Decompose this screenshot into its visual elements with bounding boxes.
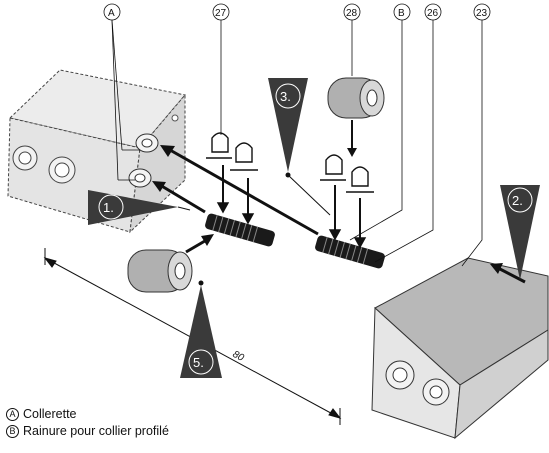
conduit-right [315,235,385,269]
profile-clamps-right [320,154,374,249]
sealing-cap-top [327,77,385,157]
sealing-cap-bottom [127,234,214,293]
legend-item-b: B Rainure pour collier profilé [6,423,169,440]
legend-text-a: Collerette [23,407,77,421]
right-enclosure [371,257,549,440]
legend-key-a: A [6,408,19,421]
conduit-left [205,213,275,247]
insertion-arrow-right [490,263,526,284]
step-3-label: 3. [280,89,291,104]
callout-23: 23 [476,8,488,19]
legend: A Collerette B Rainure pour collier prof… [6,406,169,440]
callout-26: 26 [427,8,439,19]
step-2-label: 2. [512,193,523,208]
callout-a: A [108,8,115,19]
step-2-marker: 2. [500,185,540,280]
callout-b: B [398,8,405,19]
callout-27: 27 [215,8,227,19]
legend-text-b: Rainure pour collier profilé [23,424,169,438]
insertion-arrows [152,145,319,236]
step-1-label: 1. [103,200,114,215]
step-5-label: 5. [193,355,204,370]
step-1-marker: 1. [88,190,191,225]
step-5-marker: 5. [180,280,222,378]
step-3-marker: 3. [268,78,331,216]
callout-28: 28 [346,8,358,19]
dimension-value: 80 [231,349,246,364]
legend-item-a: A Collerette [6,406,169,423]
profile-clamps-left [206,132,258,225]
callouts [103,3,491,267]
legend-key-b: B [6,425,19,438]
